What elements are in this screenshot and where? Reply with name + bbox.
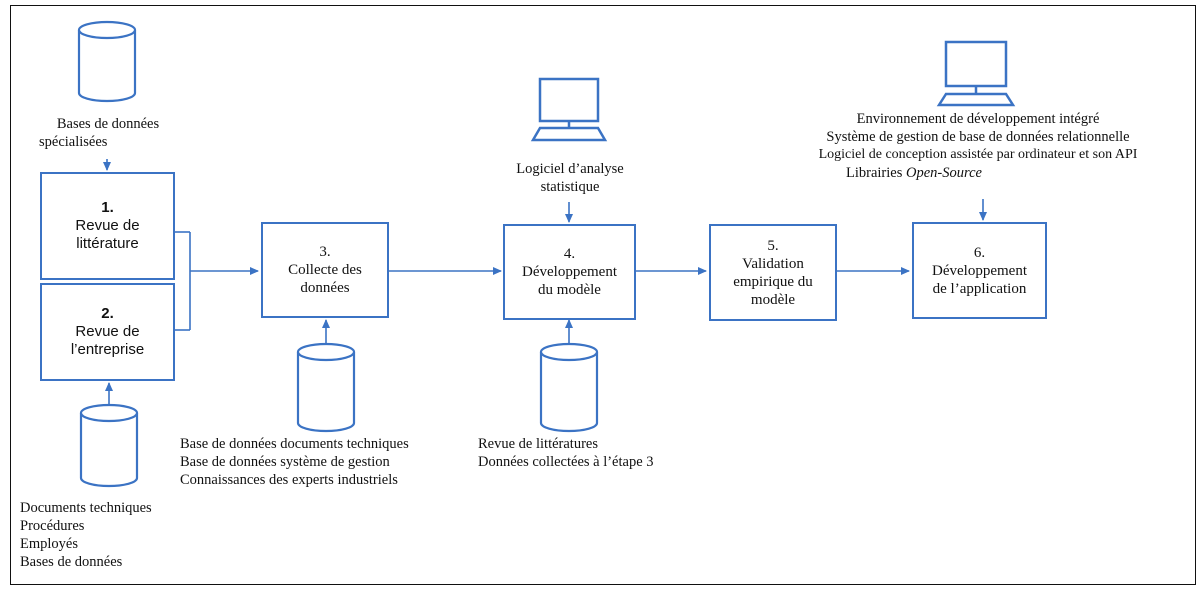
step-label: littérature bbox=[76, 235, 139, 252]
step-label: du modèle bbox=[538, 282, 601, 298]
step-number: 1. bbox=[101, 199, 114, 216]
step2-resource-label: Documents techniques Procédures Employés… bbox=[20, 499, 152, 571]
resource-line: Bases de données bbox=[20, 554, 123, 570]
resource-line: Base de données documents techniques bbox=[180, 436, 409, 452]
resource-line: Logiciel d’analyse bbox=[516, 161, 624, 177]
step-6-application-development: 6. Développement de l’application bbox=[912, 222, 1047, 319]
step-label: Revue de bbox=[75, 323, 140, 340]
step1-resource-label: Bases de données spécialisées bbox=[33, 115, 183, 151]
resource-line: Connaissances des experts industriels bbox=[180, 472, 398, 488]
database-icon bbox=[539, 342, 599, 433]
step-label: l’entreprise bbox=[70, 341, 145, 358]
step-3-data-collection: 3. Collecte des données bbox=[261, 222, 389, 318]
resource-line: Logiciel de conception assistée par ordi… bbox=[818, 147, 1138, 162]
resource-line: Librairies Open-Source bbox=[760, 164, 1196, 182]
step-number: 2. bbox=[101, 305, 114, 322]
resource-line: Revue de littératures bbox=[478, 436, 598, 452]
diagram-frame bbox=[10, 5, 1196, 585]
step3-resource-label: Base de données documents techniques Bas… bbox=[180, 435, 409, 489]
step-1-literature-review: 1. Revue de littérature bbox=[40, 172, 175, 280]
step-number: 4. bbox=[563, 246, 576, 262]
step-label: Revue de bbox=[75, 217, 140, 234]
resource-line: Système de gestion de base de données re… bbox=[826, 129, 1130, 145]
database-icon bbox=[296, 342, 356, 433]
resource-line-prefix: Librairies bbox=[846, 165, 906, 181]
resource-line: Environnement de développement intégré bbox=[856, 111, 1100, 127]
resource-line: Données collectées à l’étape 3 bbox=[478, 454, 654, 470]
step-2-company-review: 2. Revue de l’entreprise bbox=[40, 283, 175, 381]
step-label: de l’application bbox=[932, 280, 1027, 297]
step-label: Développement bbox=[932, 262, 1027, 279]
step-label: Développement bbox=[522, 264, 617, 280]
computer-icon bbox=[936, 40, 1016, 107]
step6-tools-label: Environnement de développement intégré S… bbox=[760, 110, 1196, 182]
step-number: 3. bbox=[319, 244, 331, 260]
database-icon bbox=[77, 20, 137, 103]
step-number: 5. bbox=[767, 237, 779, 254]
step-label: empirique du bbox=[733, 273, 813, 290]
resource-line: spécialisées bbox=[39, 134, 108, 150]
resource-line: Employés bbox=[20, 536, 78, 552]
step-label: modèle bbox=[750, 291, 796, 308]
step-label: données bbox=[300, 280, 350, 296]
connectors bbox=[103, 159, 987, 404]
resource-line: statistique bbox=[540, 179, 600, 195]
resource-line: Procédures bbox=[20, 518, 85, 534]
resource-line-italic: Open-Source bbox=[906, 165, 982, 181]
step-4-model-development: 4. Développement du modèle bbox=[503, 224, 636, 320]
database-icon bbox=[79, 403, 139, 488]
step4-software-label: Logiciel d’analyse statistique bbox=[480, 160, 660, 196]
step-5-empirical-validation: 5. Validation empirique du modèle bbox=[709, 224, 837, 321]
step-label: Collecte des bbox=[288, 262, 362, 278]
step-label: Validation bbox=[742, 255, 804, 272]
step-number: 6. bbox=[973, 244, 986, 261]
step4-db-label: Revue de littératures Données collectées… bbox=[478, 435, 654, 471]
resource-line: Bases de données bbox=[56, 116, 160, 132]
resource-line: Base de données système de gestion bbox=[180, 454, 390, 470]
resource-line: Documents techniques bbox=[20, 500, 152, 516]
computer-icon bbox=[530, 77, 608, 142]
